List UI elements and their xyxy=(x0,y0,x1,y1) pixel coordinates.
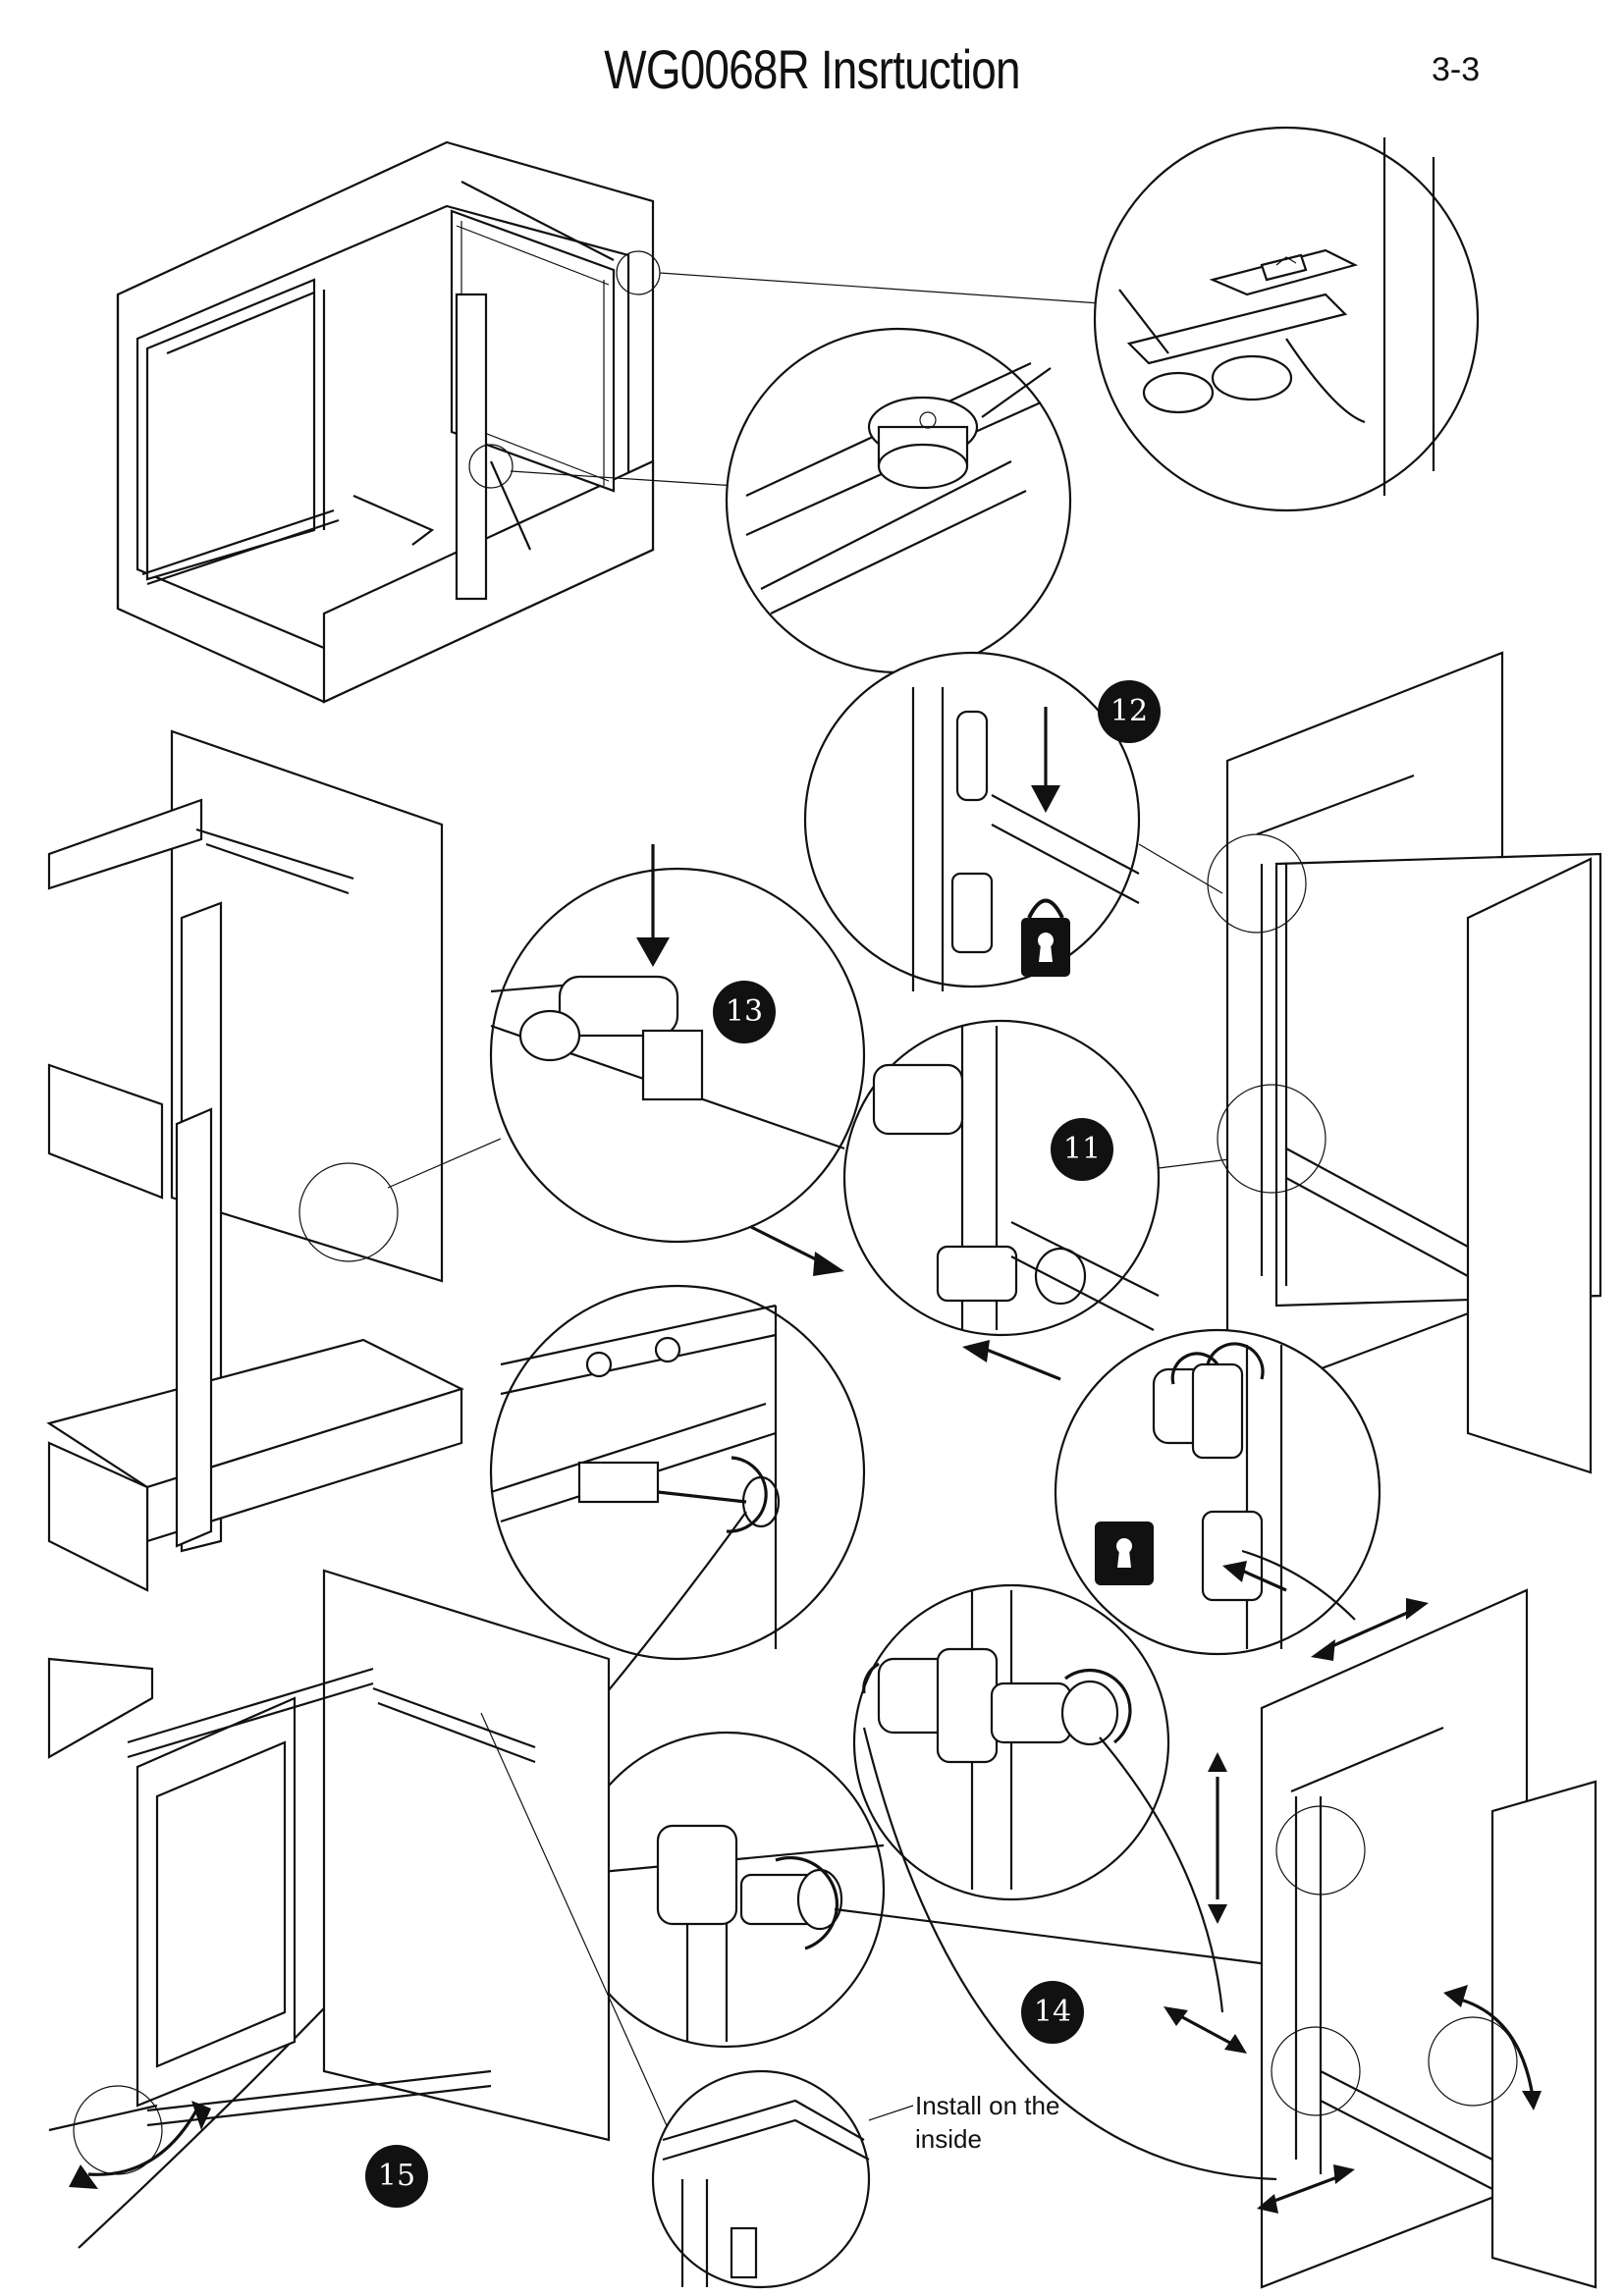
zoom-detail-step-14 xyxy=(852,1583,1227,1924)
top-cabinet-drawing xyxy=(116,140,1115,704)
zoom-detail-lock-adjust xyxy=(1054,1328,1429,1661)
zoom-detail-hinge-knob xyxy=(568,1731,1493,2049)
zoom-detail-inside-install xyxy=(651,2069,914,2289)
zoom-detail-top-right xyxy=(1093,126,1480,512)
zoom-detail-step-11 xyxy=(750,1019,1238,1381)
page-number: 3-3 xyxy=(1432,51,1481,88)
step-badge-15: 15 xyxy=(365,2145,428,2208)
bottom-right-cabinet-step-14 xyxy=(862,1588,1597,2289)
lock-icon xyxy=(1038,933,1054,962)
note-line-1: Install on the xyxy=(915,2091,1060,2120)
page-title: WG0068R Insrtuction xyxy=(604,38,1020,100)
bottom-left-cabinet-step-15 xyxy=(47,1569,678,2189)
step-badge-11: 11 xyxy=(1051,1118,1113,1181)
step-badge-12: 12 xyxy=(1098,680,1161,743)
zoom-detail-rail-wheel xyxy=(725,327,1072,674)
zoom-detail-step-12 xyxy=(803,651,1223,991)
right-cabinet-step-12-11 xyxy=(1207,651,1602,1474)
step-badge-13: 13 xyxy=(713,981,776,1043)
zoom-detail-step-13 xyxy=(489,844,866,1244)
install-inside-note: Install on the inside xyxy=(915,2089,1059,2156)
step-badge-14: 14 xyxy=(1021,1981,1084,2044)
left-cabinet-step-13 xyxy=(46,729,502,1592)
lock-icon xyxy=(1116,1538,1132,1568)
note-line-2: inside xyxy=(915,2124,982,2154)
